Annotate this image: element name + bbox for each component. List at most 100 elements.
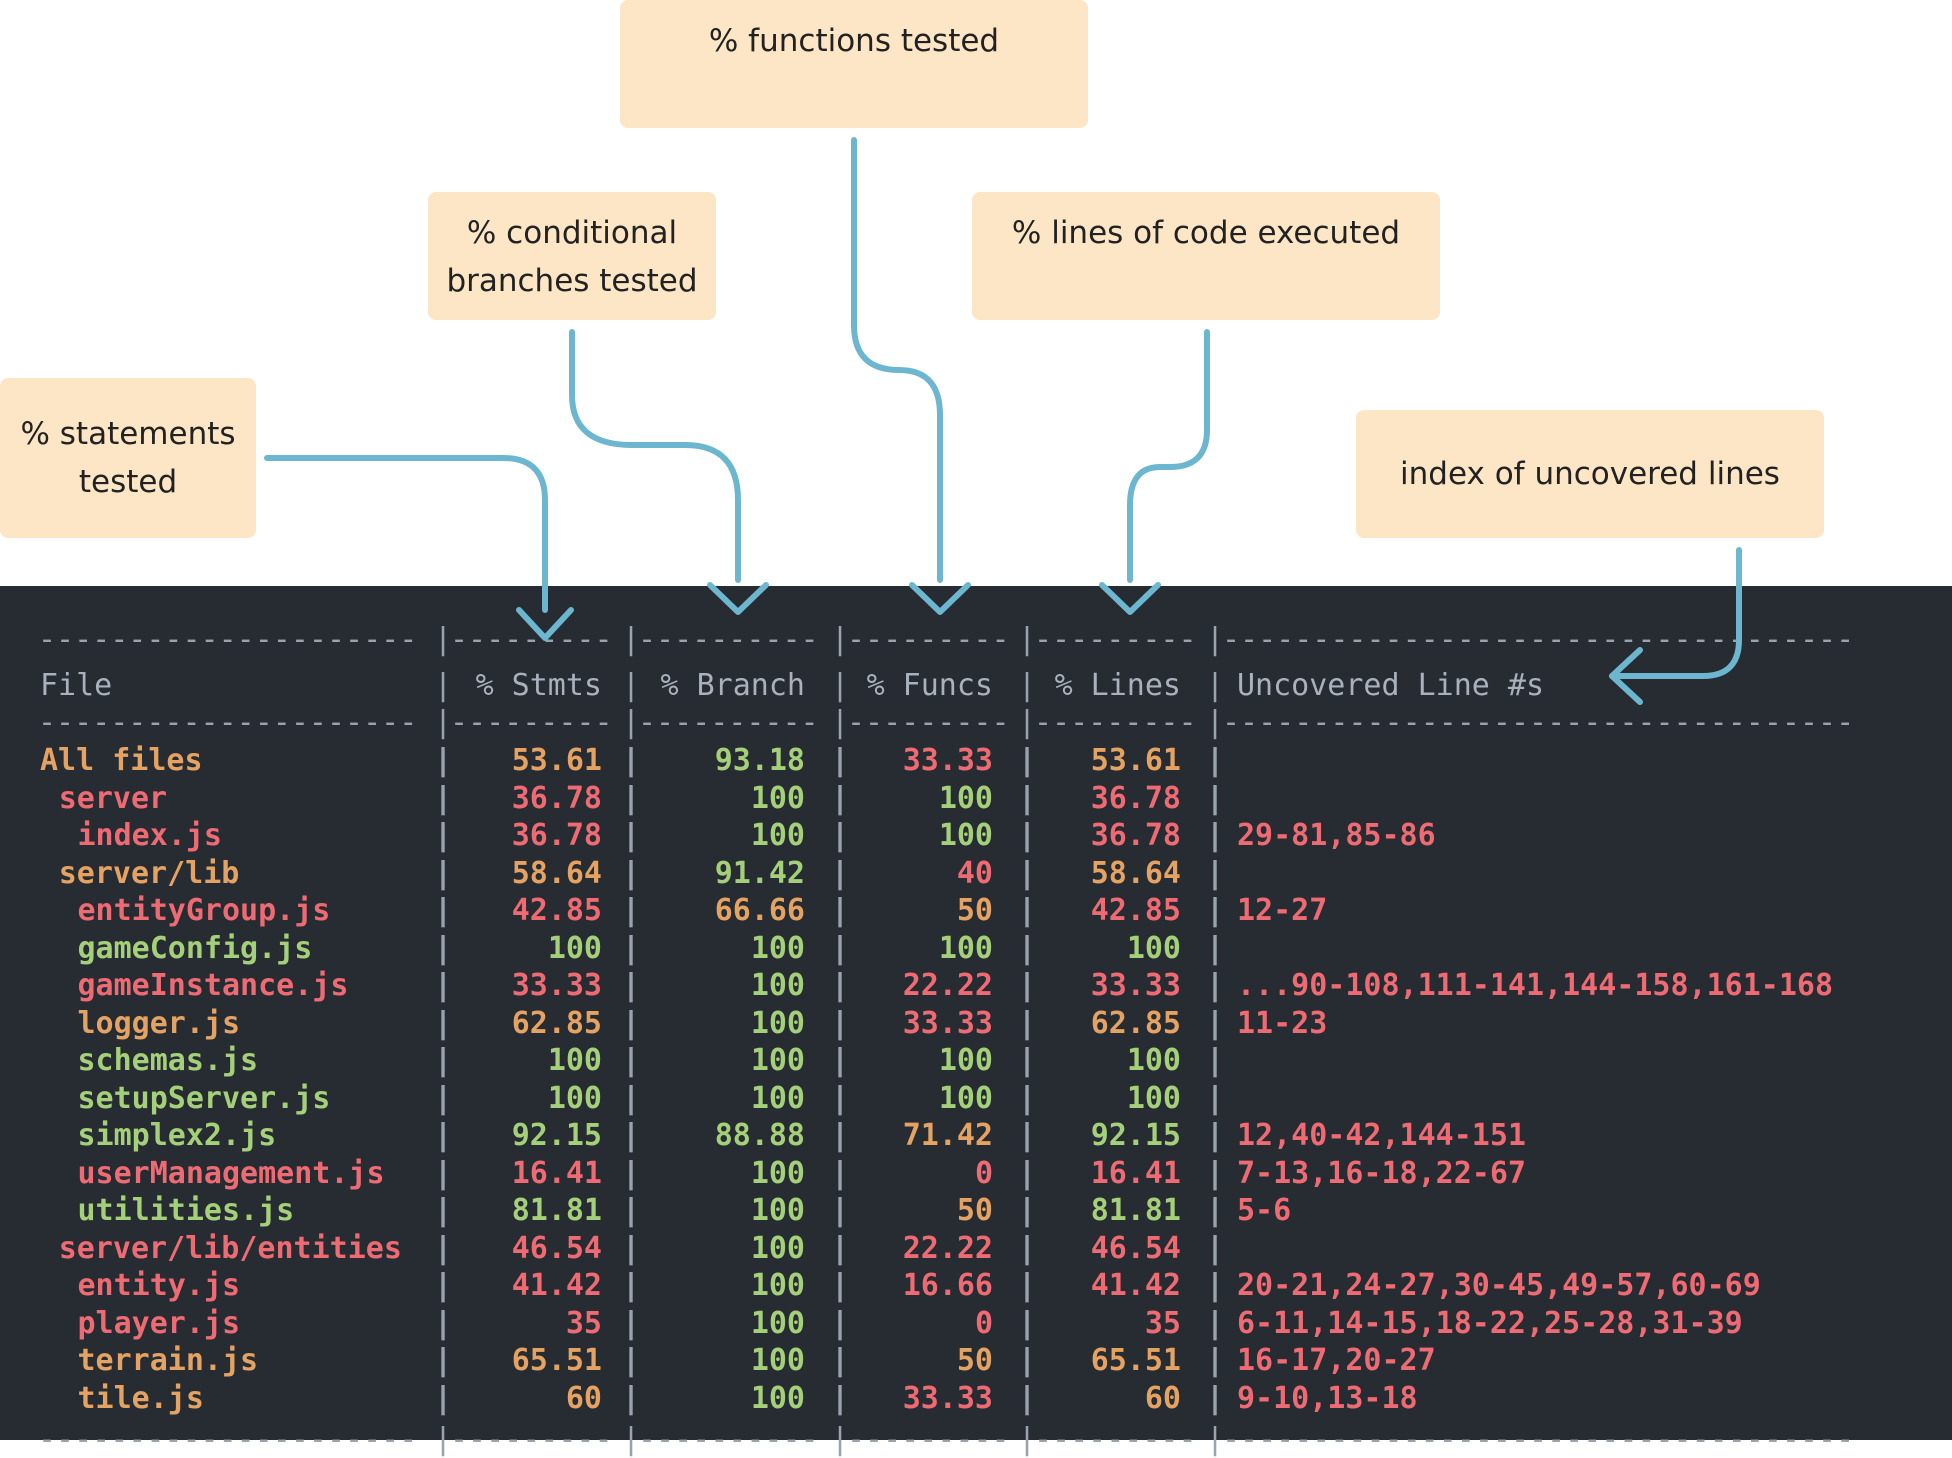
column-divider: |	[831, 1005, 850, 1041]
file-name: entityGroup.js	[77, 893, 331, 928]
column-divider: |	[434, 818, 453, 853]
stmts-value: 58.64	[511, 855, 602, 891]
stmts-value: 33.33	[511, 968, 602, 1003]
column-divider: |	[434, 1193, 453, 1228]
column-divider: |	[622, 1005, 641, 1041]
column-divider: |	[622, 1380, 641, 1416]
column-divider: |	[1018, 1043, 1037, 1078]
column-divider: |	[1018, 855, 1037, 891]
column-divider: |	[1018, 818, 1037, 853]
file-name: logger.js	[77, 1005, 241, 1041]
column-divider: |	[622, 1230, 641, 1266]
separator-pipe: |	[831, 705, 850, 740]
separator-dashes: -----------------------------------	[1222, 622, 1855, 657]
separator-dashes: ---------	[450, 622, 613, 657]
column-divider: |	[622, 1343, 641, 1378]
column-divider: |	[622, 893, 641, 928]
column-divider: |	[1206, 1043, 1225, 1078]
column-divider: |	[1018, 1005, 1037, 1041]
funcs-value: 22.22	[902, 1230, 993, 1266]
funcs-value: 100	[938, 1080, 993, 1116]
separator-pipe: |	[622, 705, 641, 740]
callout-lines-executed: % lines of code executed	[972, 192, 1440, 320]
header-lines: % Lines	[1054, 668, 1181, 703]
callout-text-line1: % statements	[20, 416, 236, 452]
uncovered-lines: 20-21,24-27,30-45,49-57,60-69	[1237, 1268, 1761, 1303]
callout-statements-tested: % statements tested	[0, 378, 256, 538]
column-divider: |	[831, 1043, 850, 1078]
header-funcs: % Funcs	[866, 668, 993, 703]
file-name: tile.js	[77, 1380, 204, 1416]
branch-value: 100	[750, 930, 805, 966]
uncovered-lines: 12-27	[1237, 893, 1328, 928]
stmts-value: 81.81	[511, 1193, 602, 1228]
funcs-value: 22.22	[902, 968, 993, 1003]
separator-dashes: ---------------------	[38, 622, 418, 657]
branch-value: 100	[750, 968, 805, 1003]
column-divider: |	[1018, 1155, 1037, 1191]
column-divider: |	[1018, 1305, 1037, 1341]
uncovered-lines: 6-11,14-15,18-22,25-28,31-39	[1237, 1305, 1743, 1341]
lines-value: 46.54	[1090, 1230, 1181, 1266]
column-divider: |	[831, 1230, 850, 1266]
file-name: index.js	[77, 818, 223, 853]
lines-value: 100	[1126, 1043, 1181, 1078]
column-divider: |	[831, 930, 850, 966]
stmts-value: 36.78	[511, 818, 602, 853]
column-divider: |	[1206, 1343, 1225, 1378]
column-divider: |	[622, 1080, 641, 1116]
column-divider: |	[434, 1043, 453, 1078]
uncovered-lines: 29-81,85-86	[1237, 818, 1436, 853]
lines-value: 53.61	[1090, 743, 1181, 778]
column-divider: |	[831, 1343, 850, 1378]
column-divider: |	[434, 1268, 453, 1303]
column-divider: |	[1206, 1118, 1225, 1153]
lines-value: 100	[1126, 1080, 1181, 1116]
file-name: setupServer.js	[77, 1080, 331, 1116]
column-divider: |	[434, 1343, 453, 1378]
uncovered-lines: ...90-108,111-141,144-158,161-168	[1237, 968, 1834, 1003]
separator-dashes: -----------------------------------	[1222, 705, 1855, 740]
column-divider: |	[1018, 1193, 1037, 1228]
column-divider: |	[1206, 818, 1225, 853]
column-divider: |	[622, 930, 641, 966]
file-name: entity.js	[77, 1268, 241, 1303]
separator-pipe: |	[831, 622, 850, 657]
uncovered-lines: 9-10,13-18	[1237, 1380, 1418, 1416]
column-divider: |	[622, 818, 641, 853]
stmts-value: 42.85	[511, 893, 602, 928]
branch-value: 66.66	[714, 893, 805, 928]
lines-value: 36.78	[1090, 818, 1181, 853]
lines-value: 65.51	[1090, 1343, 1181, 1378]
header-branch: % Branch	[660, 668, 806, 703]
separator-pipe: |	[434, 705, 453, 740]
column-divider: |	[831, 1193, 850, 1228]
column-divider: |	[1206, 1155, 1225, 1191]
lines-value: 62.85	[1090, 1005, 1181, 1041]
funcs-value: 16.66	[902, 1268, 993, 1303]
lines-value: 81.81	[1090, 1193, 1181, 1228]
stmts-value: 53.61	[511, 743, 602, 778]
uncovered-lines: 7-13,16-18,22-67	[1237, 1155, 1526, 1191]
column-divider: |	[622, 780, 641, 816]
branch-value: 100	[750, 780, 805, 816]
column-divider: |	[434, 1118, 453, 1153]
column-divider: |	[622, 1118, 641, 1153]
stmts-value: 62.85	[511, 1005, 602, 1041]
column-divider: |	[434, 930, 453, 966]
stmts-value: 46.54	[511, 1230, 602, 1266]
branch-value: 100	[750, 818, 805, 853]
separator-pipe: |	[1206, 622, 1225, 657]
column-divider: |	[622, 1305, 641, 1341]
column-divider: |	[831, 1380, 850, 1416]
column-divider: |	[434, 893, 453, 928]
funcs-value: 50	[956, 1343, 993, 1378]
funcs-value: 50	[956, 893, 993, 928]
